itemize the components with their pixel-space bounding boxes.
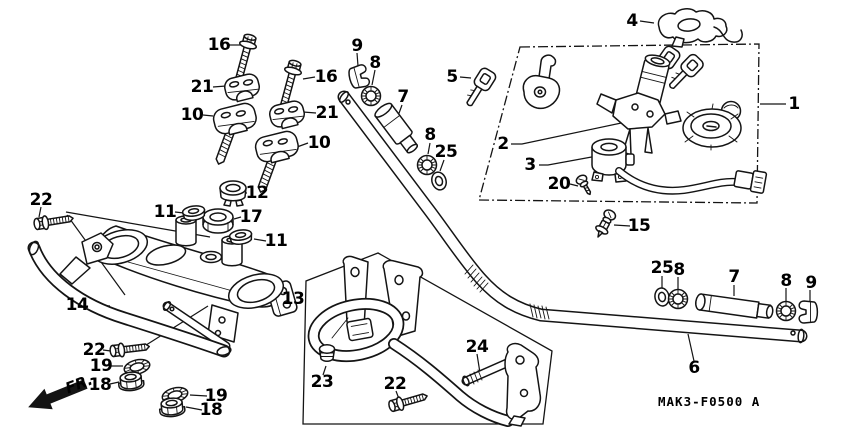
diagram-code: MAK3-F0500 A [658,394,761,409]
right-bar-end-hardware-drawing [652,286,819,324]
part-label-4-27: 4 [626,11,638,31]
bracket-24-drawing [504,342,542,420]
part-label-7-35: 7 [728,267,740,287]
left-bar-end-hardware-drawing [346,63,450,193]
front-direction-arrow [28,379,88,410]
part-label-16-3: 16 [314,67,338,87]
part-label-8-36: 8 [780,271,792,291]
part-label-2-29: 2 [497,134,509,154]
top-bridge-drawing [59,215,298,343]
part-label-18-20: 18 [88,375,112,395]
part-label-10-5: 10 [307,133,331,153]
brace-rod-drawing [162,301,231,351]
part-label-9-37: 9 [805,273,817,293]
part-label-8-7: 8 [369,53,381,73]
helmet-holder-2-drawing [522,54,561,110]
connector-drawing [733,170,768,194]
part-label-12-11: 12 [245,183,269,203]
grip-pipe-7-right-drawing [695,293,774,319]
part-label-3-30: 3 [524,155,536,175]
part-label-16-0: 16 [207,35,231,55]
part-label-24-25: 24 [465,337,489,357]
part-label-15-32: 15 [627,216,651,236]
part-label-8-9: 8 [424,125,436,145]
switch-base-3-drawing [591,138,635,183]
part-label-18-22: 18 [199,400,223,420]
part-label-5-26: 5 [446,67,458,87]
part-label-10-2: 10 [180,105,204,125]
stem-nut-12-drawing [219,180,247,207]
part-label-19-19: 19 [89,356,113,376]
part-label-13-17: 13 [281,289,305,309]
ignition-set-box [478,43,760,204]
part-label-7-8: 7 [397,87,409,107]
part-label-22-18: 22 [82,340,106,360]
stem-washer-17-drawing [202,208,234,234]
part-label-11-14: 11 [264,231,288,251]
screw-20-drawing [575,174,592,196]
wire-harness-drawing [615,167,768,195]
part-label-25-10: 25 [434,142,458,162]
part-label-22-24: 22 [383,374,407,394]
part-label-22-15: 22 [29,190,53,210]
part-label-14-16: 14 [65,295,89,315]
part-label-11-13: 11 [153,202,177,222]
part-label-17-12: 17 [239,207,263,227]
bracket-4-drawing [657,8,743,48]
part-label-9-6: 9 [351,36,363,56]
leader-lines [38,20,811,411]
screw-15-drawing [595,209,617,238]
knurl-band-left [464,264,489,293]
brace-assembly-inset-drawing [307,255,542,427]
part-label-25-33: 25 [650,258,674,278]
part-label-23-23: 23 [310,372,334,392]
part-label-19-21: 19 [204,386,228,406]
pin-23-drawing [318,344,336,362]
bar-clamp-drawing [346,317,374,342]
handle-holder-hardware-drawing [32,31,309,419]
part-label-21-4: 21 [315,103,339,123]
brace-tube-14-drawing [27,240,232,358]
handlebar-drawing [337,90,808,344]
part-label-20-31: 20 [547,174,571,194]
part-label-21-1: 21 [190,77,214,97]
inset-detail-box [302,252,553,425]
part-label-1-28: 1 [788,94,800,114]
part-label-6-38: 6 [688,358,700,378]
ignition-switch-assembly-drawing [596,43,706,156]
grip-pipe-7-left-drawing [374,102,419,154]
knurl-band-right [529,303,550,320]
part-label-8-34: 8 [673,260,685,280]
fuel-cap-drawing [682,100,742,151]
